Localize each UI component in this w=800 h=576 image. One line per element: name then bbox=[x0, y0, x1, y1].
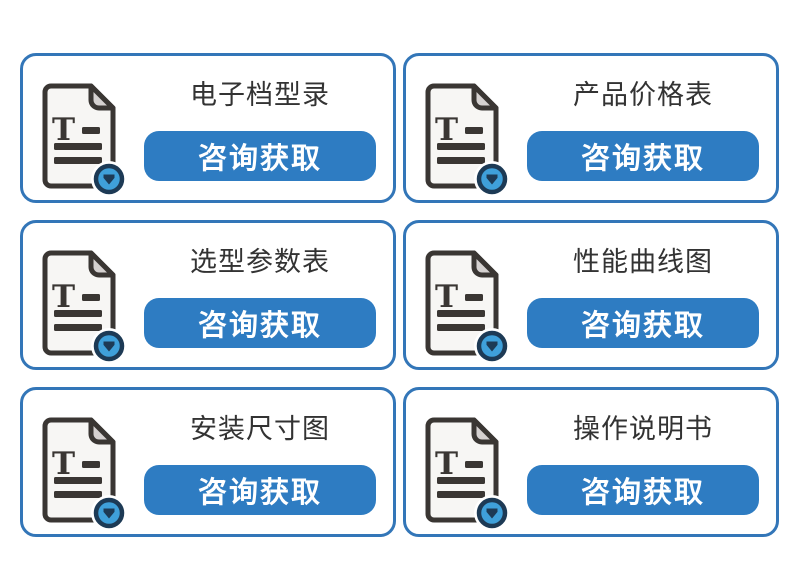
download-card: T 安装尺寸图 咨询获取 bbox=[20, 387, 396, 537]
download-card: T 性能曲线图 咨询获取 bbox=[403, 220, 779, 370]
card-title: 产品价格表 bbox=[573, 80, 713, 110]
card-content: 安装尺寸图 咨询获取 bbox=[144, 390, 376, 534]
download-card: T 选型参数表 咨询获取 bbox=[20, 220, 396, 370]
document-download-icon: T bbox=[425, 250, 513, 368]
download-card: T 操作说明书 咨询获取 bbox=[403, 387, 779, 537]
card-title: 操作说明书 bbox=[573, 414, 713, 444]
card-title: 性能曲线图 bbox=[573, 247, 713, 277]
document-download-icon: T bbox=[42, 250, 130, 368]
card-content: 选型参数表 咨询获取 bbox=[144, 223, 376, 367]
consult-button[interactable]: 咨询获取 bbox=[144, 298, 376, 348]
document-download-icon: T bbox=[42, 83, 130, 201]
card-content: 性能曲线图 咨询获取 bbox=[527, 223, 759, 367]
document-download-icon: T bbox=[425, 417, 513, 535]
document-letter: T bbox=[52, 112, 75, 148]
document-letter: T bbox=[435, 446, 458, 482]
download-card: T 产品价格表 咨询获取 bbox=[403, 53, 779, 203]
card-content: 电子档型录 咨询获取 bbox=[144, 56, 376, 200]
document-letter: T bbox=[52, 279, 75, 315]
consult-button[interactable]: 咨询获取 bbox=[527, 465, 759, 515]
consult-button[interactable]: 咨询获取 bbox=[144, 131, 376, 181]
document-letter: T bbox=[435, 112, 458, 148]
document-download-icon: T bbox=[425, 83, 513, 201]
download-card: T 电子档型录 咨询获取 bbox=[20, 53, 396, 203]
card-title: 安装尺寸图 bbox=[190, 414, 330, 444]
consult-button[interactable]: 咨询获取 bbox=[144, 465, 376, 515]
consult-button[interactable]: 咨询获取 bbox=[527, 131, 759, 181]
download-cards-grid: T 电子档型录 咨询获取 T bbox=[20, 53, 779, 537]
card-title: 电子档型录 bbox=[190, 80, 330, 110]
card-title: 选型参数表 bbox=[190, 247, 330, 277]
card-content: 产品价格表 咨询获取 bbox=[527, 56, 759, 200]
document-letter: T bbox=[435, 279, 458, 315]
document-letter: T bbox=[52, 446, 75, 482]
consult-button[interactable]: 咨询获取 bbox=[527, 298, 759, 348]
document-download-icon: T bbox=[42, 417, 130, 535]
card-content: 操作说明书 咨询获取 bbox=[527, 390, 759, 534]
